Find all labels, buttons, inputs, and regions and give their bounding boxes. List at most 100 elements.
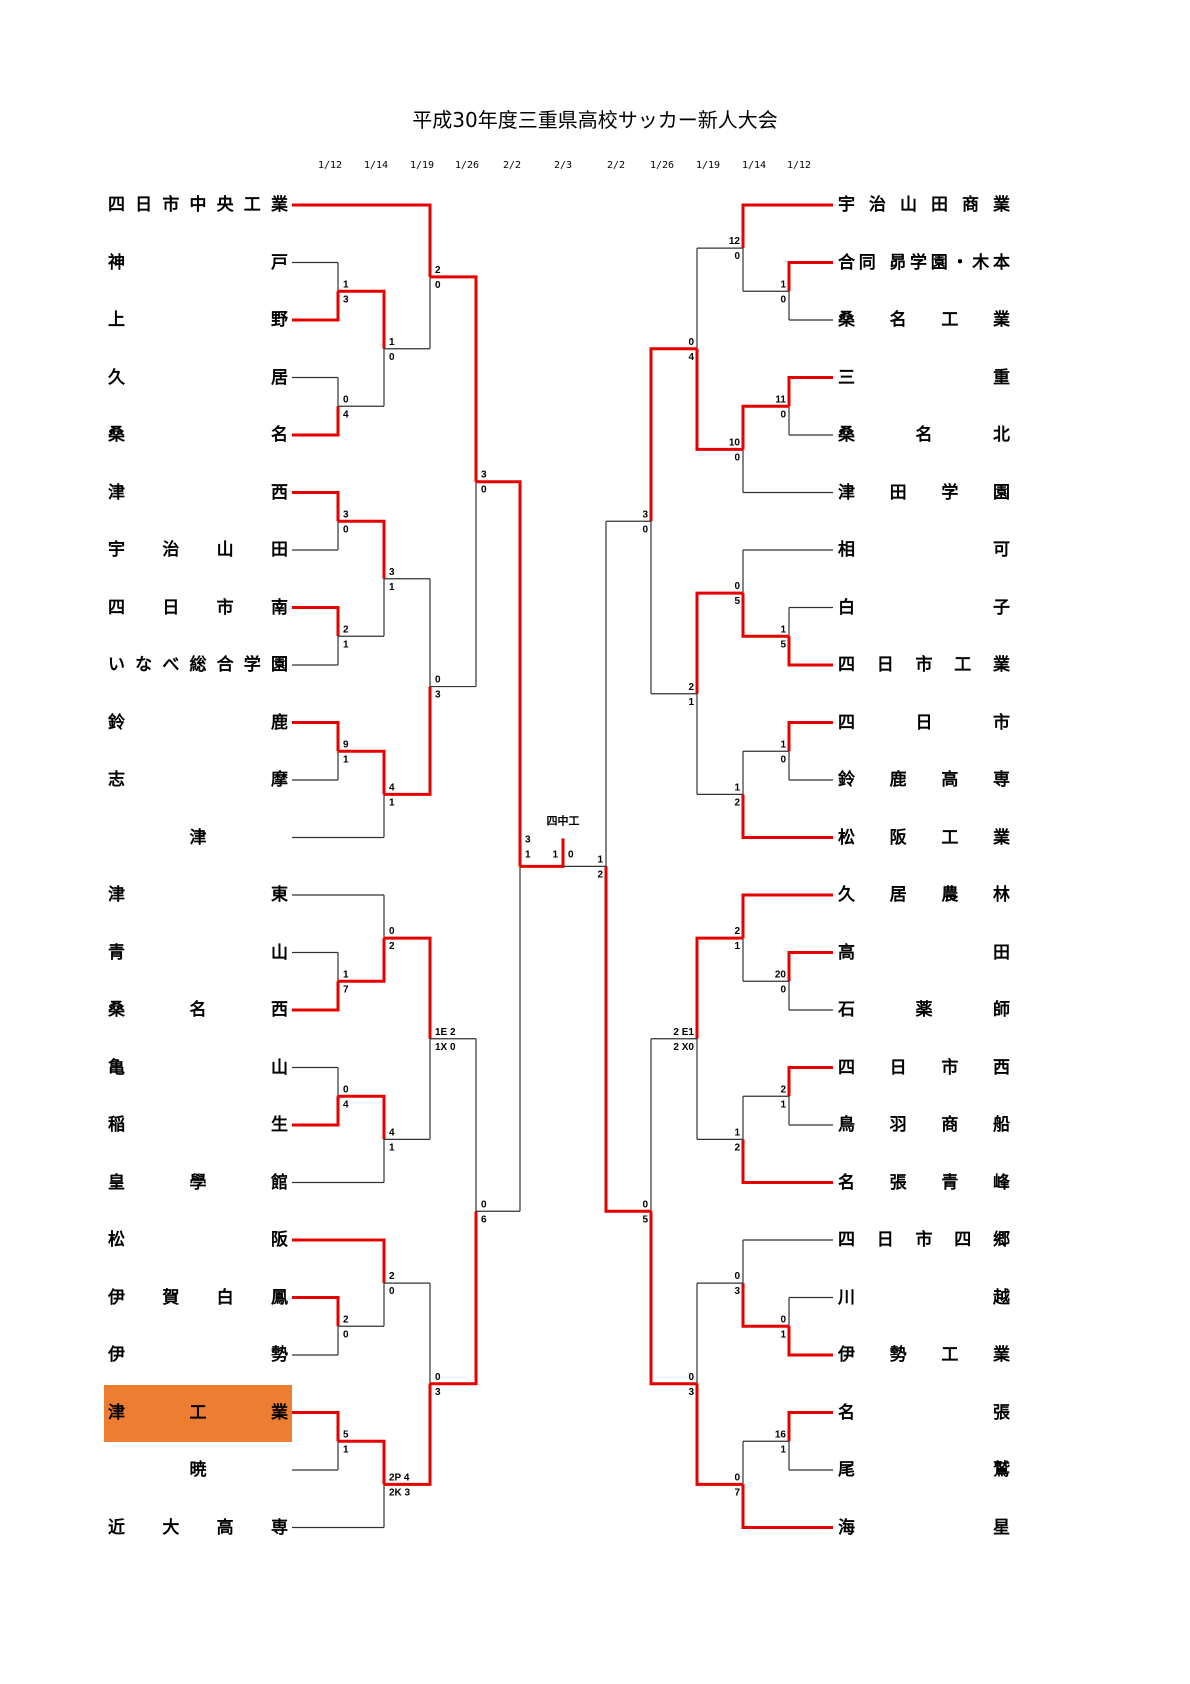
- score-label: 7: [734, 1487, 740, 1498]
- score-label: 4: [343, 1099, 349, 1110]
- team-name: 暁: [189, 1460, 207, 1480]
- score-label: 1X 0: [435, 1042, 456, 1053]
- score-label: 20: [775, 969, 787, 980]
- team-name: 名張: [838, 1402, 1010, 1423]
- round-date: 2/2: [606, 160, 626, 171]
- score-label: 3: [343, 294, 349, 305]
- team-name: 合同 昴学園・木本: [838, 252, 1010, 273]
- team-name: 津田学園: [838, 482, 1010, 503]
- score-label: 0: [642, 524, 648, 535]
- team-name: 鈴鹿: [108, 712, 288, 733]
- score-label: 3: [435, 1387, 441, 1398]
- score-label: 2 X0: [673, 1042, 694, 1053]
- score-label: 0: [734, 581, 740, 592]
- score-label: 11: [775, 394, 786, 405]
- winner-path: [741, 794, 833, 839]
- score-label: 0: [734, 1472, 740, 1483]
- score-label: 1: [780, 1099, 786, 1110]
- winner-path: [787, 721, 833, 752]
- team-name: 宇治山田商業: [838, 195, 1010, 215]
- winner-path: [604, 866, 651, 1213]
- score-label: 0: [688, 1372, 694, 1383]
- score-label: 0: [688, 337, 694, 348]
- winner-path: [695, 348, 743, 451]
- team-name: 四日市工業: [838, 655, 1010, 675]
- score-label: 2P 4: [389, 1472, 410, 1483]
- team-name: 三重: [838, 367, 1010, 388]
- round-date: 1/12: [317, 160, 343, 171]
- team-name: 松阪: [108, 1230, 288, 1250]
- score-label: 1: [389, 337, 395, 348]
- score-label: 1: [780, 1444, 786, 1455]
- score-label: 1: [780, 1329, 786, 1340]
- score-label: 2: [688, 682, 694, 693]
- score-label: 0: [780, 294, 786, 305]
- score-label: 2: [389, 1271, 395, 1282]
- score-label: 3: [343, 509, 349, 520]
- team-name: 四日市西: [838, 1057, 1010, 1078]
- score-label: 1: [343, 969, 349, 980]
- score-label: 5: [780, 639, 786, 650]
- team-name: 海星: [838, 1517, 1010, 1538]
- team-name: 四日市中央工業: [108, 195, 288, 215]
- highlight-box: [104, 1384, 292, 1442]
- score-label: 1: [552, 849, 558, 860]
- score-label: 0: [389, 926, 395, 937]
- score-label: 0: [343, 524, 349, 535]
- score-label: 1: [688, 697, 694, 708]
- score-label: 16: [775, 1429, 787, 1440]
- round-date: 2/3: [553, 160, 573, 171]
- score-label: 2K 3: [389, 1487, 411, 1498]
- team-name: 桑名: [108, 425, 288, 445]
- winner-path: [430, 275, 478, 482]
- winner-path: [741, 893, 833, 939]
- score-label: 1: [780, 279, 786, 290]
- score-label: 1: [734, 1127, 740, 1138]
- round-date: 1/19: [695, 160, 721, 171]
- score-label: 1: [389, 797, 395, 808]
- team-name: 桑名西: [108, 1000, 288, 1020]
- score-label: 2: [597, 869, 603, 880]
- winner-path: [338, 1094, 386, 1140]
- team-name: 四日市: [838, 712, 1010, 733]
- score-label: 1: [780, 739, 786, 750]
- score-label: 0: [389, 1286, 395, 1297]
- winner-path: [430, 1211, 478, 1386]
- winner-path: [384, 1383, 432, 1486]
- winner-path: [292, 203, 432, 277]
- score-label: 2: [780, 1084, 786, 1095]
- score-label: 2: [389, 941, 395, 952]
- winner-path: [384, 686, 432, 796]
- team-name: 名張青峰: [838, 1172, 1010, 1193]
- score-label: 1: [343, 754, 349, 765]
- score-label: 0: [481, 1199, 487, 1210]
- winner-path: [787, 951, 833, 982]
- score-label: 0: [435, 675, 441, 686]
- winner-path: [476, 480, 522, 847]
- score-label: 1: [343, 1444, 349, 1455]
- score-label: 1: [343, 639, 349, 650]
- team-name: 伊賀白鳳: [108, 1287, 288, 1308]
- team-name: 鳥羽商船: [838, 1115, 1010, 1135]
- winner-path: [741, 1139, 833, 1184]
- score-label: 7: [343, 984, 349, 995]
- team-name: 松阪工業: [838, 827, 1010, 848]
- winner-path: [695, 591, 743, 694]
- round-date: 1/26: [649, 160, 675, 171]
- score-label: 2 E1: [673, 1027, 694, 1038]
- score-label: 3: [435, 690, 441, 701]
- team-name: 近大高専: [108, 1517, 288, 1538]
- score-label: 1: [525, 849, 531, 860]
- winner-path: [292, 1096, 340, 1127]
- score-label: 3: [525, 834, 531, 845]
- team-name: 川越: [838, 1287, 1010, 1308]
- team-name: 神戸: [108, 252, 288, 273]
- team-name: 亀山: [108, 1057, 288, 1078]
- score-label: 2: [734, 797, 740, 808]
- score-label: 0: [780, 409, 786, 420]
- score-label: 3: [481, 470, 487, 481]
- round-date: 1/12: [786, 160, 812, 171]
- winner-path: [649, 347, 697, 522]
- score-label: 9: [343, 739, 349, 750]
- score-label: 0: [568, 849, 574, 860]
